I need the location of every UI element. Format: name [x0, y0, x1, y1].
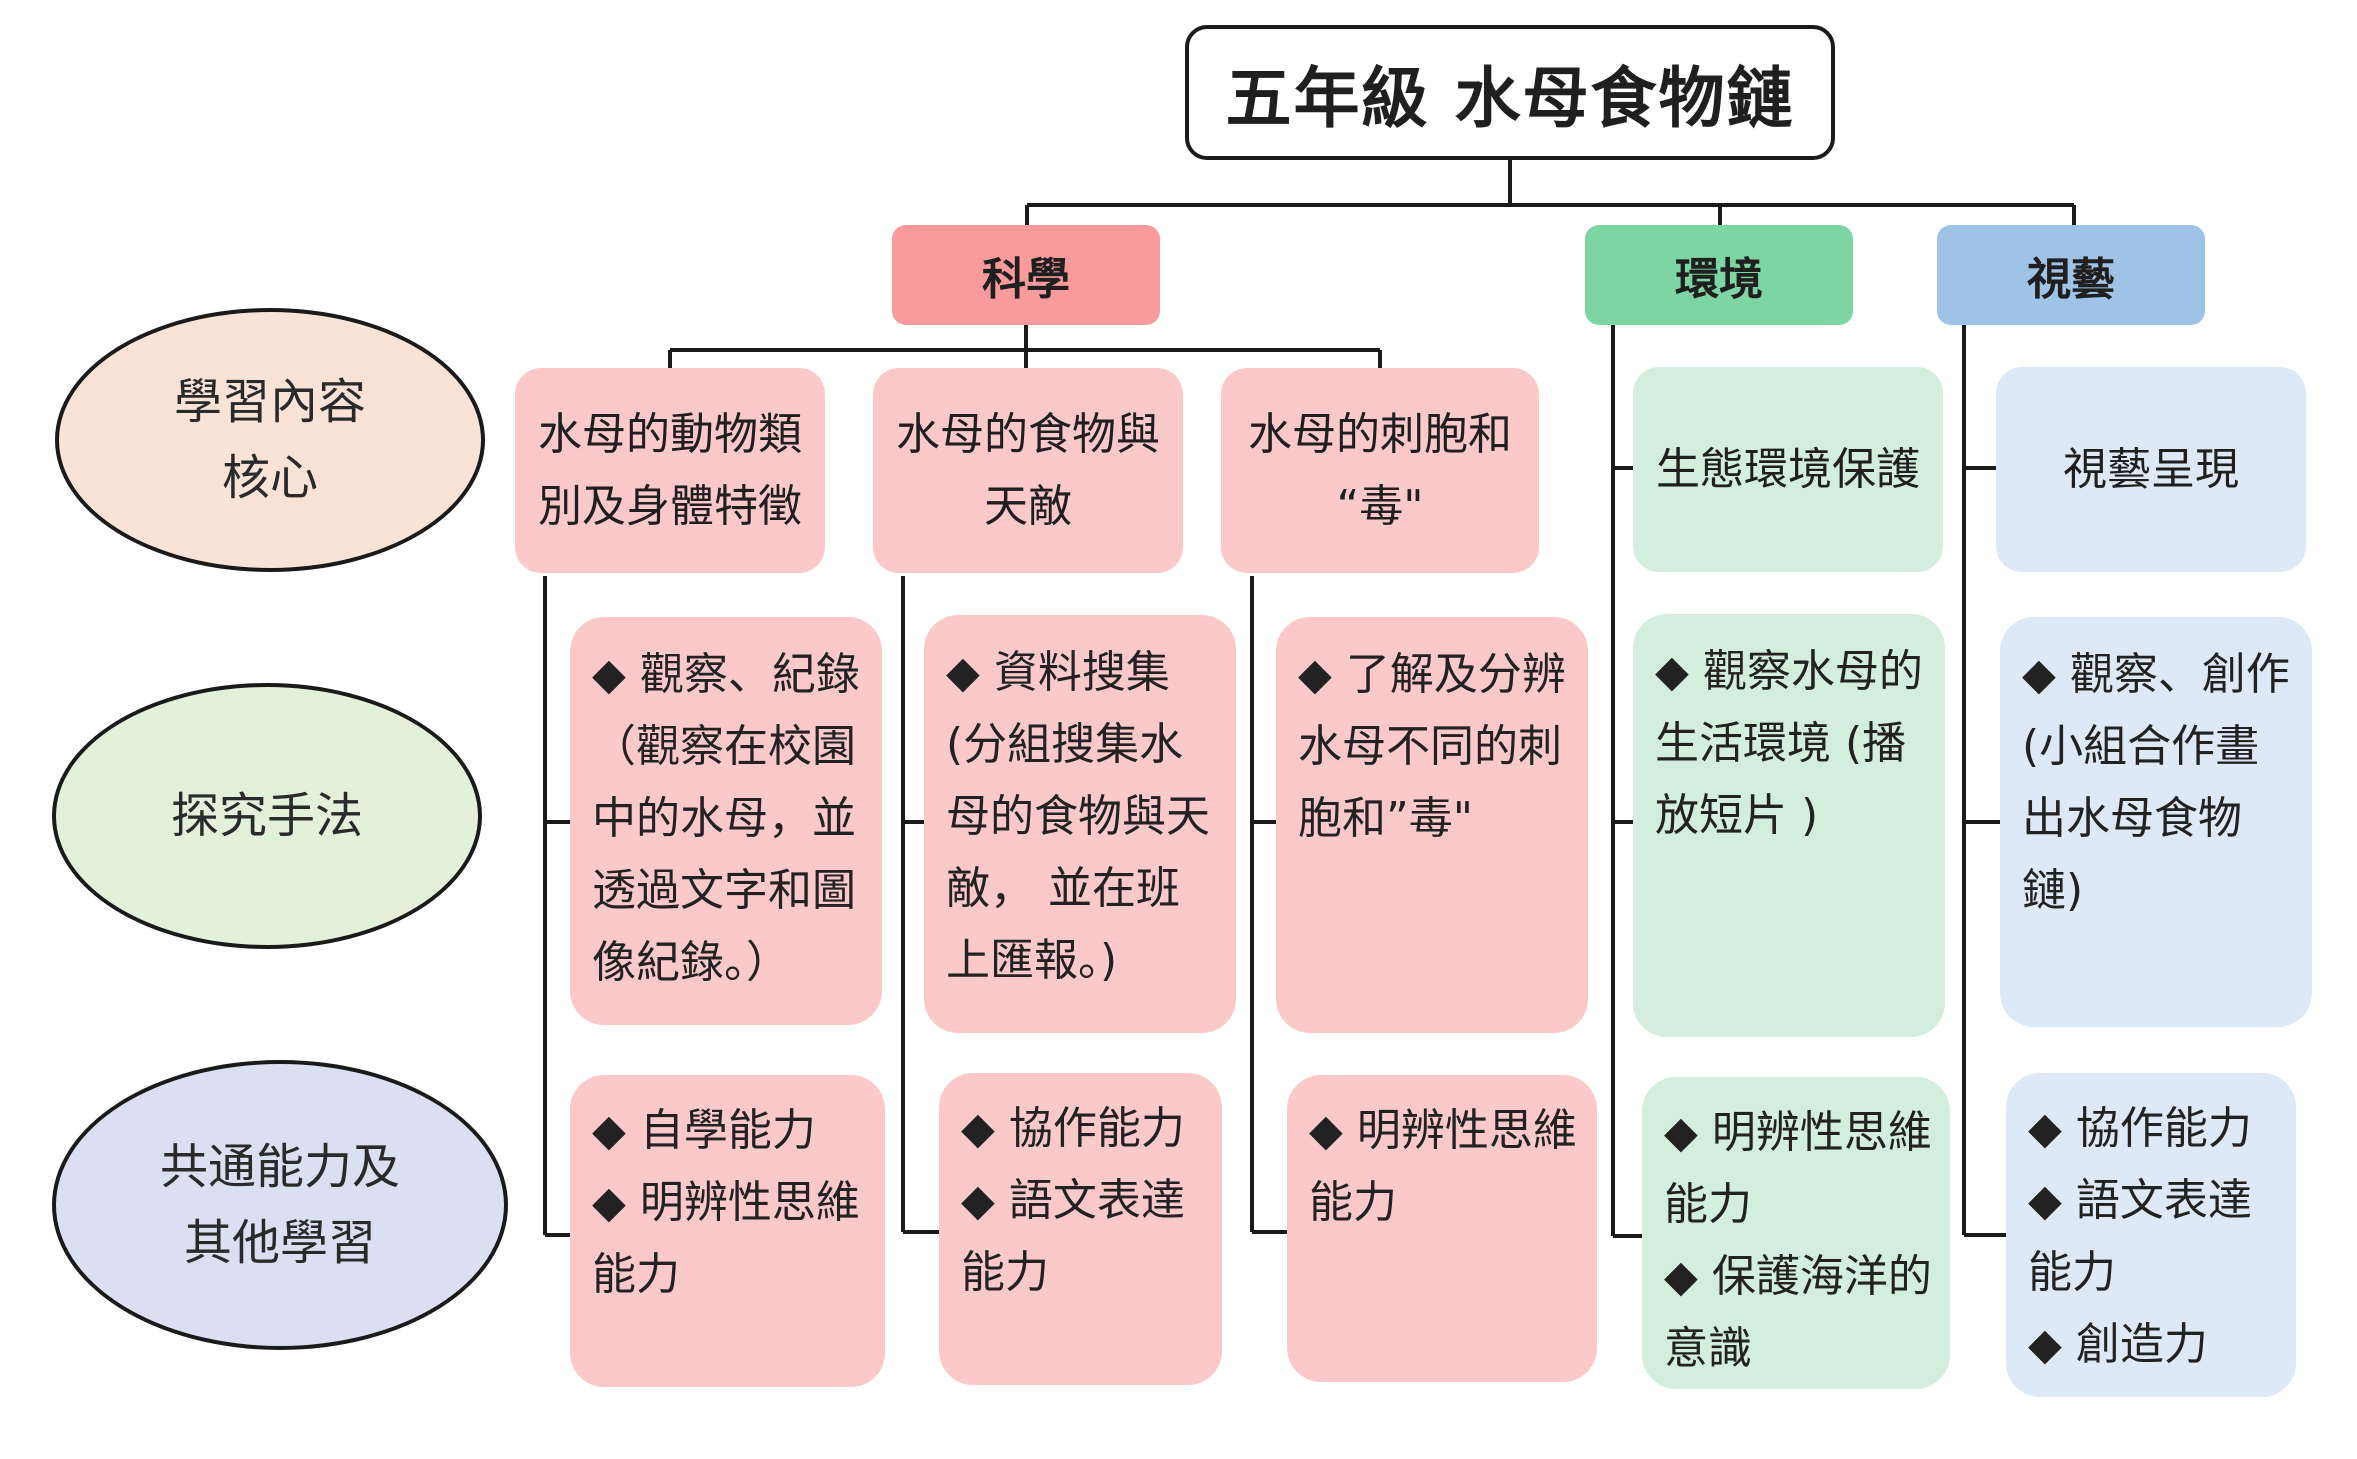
inquiry-card-sci-3: ◆ 了解及分辨 水母不同的刺 胞和”毒" [1276, 617, 1588, 1033]
category-environment: 環境 [1585, 225, 1853, 325]
topic-sci-2: 水母的食物與 天敵 [873, 368, 1183, 573]
topic-sci-3-text: 水母的刺胞和 “毒" [1248, 408, 1512, 532]
row-label-inquiry-method: 探究手法 [52, 683, 482, 949]
inquiry-card-sci-1: ◆ 觀察、紀錄 （觀察在校園 中的水母，並 透過文字和圖 像紀錄。） [570, 617, 882, 1025]
topic-sci-1-text: 水母的動物類 別及身體特徵 [538, 408, 802, 532]
row-label-common-abilities: 共通能力及 其他學習 [52, 1060, 508, 1350]
diagram-title: 五年級 水母食物鏈 [1185, 25, 1835, 160]
row-label-learning-content: 學習內容 核心 [55, 308, 485, 572]
topic-environment-text: 生態環境保護 [1656, 443, 1920, 495]
topic-sci-1: 水母的動物類 別及身體特徵 [515, 368, 825, 573]
topic-sci-2-text: 水母的食物與 天敵 [896, 408, 1160, 532]
ability-card-environment: ◆ 明辨性思維 能力 ◆ 保護海洋的 意識 [1642, 1077, 1950, 1389]
ability-card-visual-arts: ◆ 協作能力 ◆ 語文表達 能力 ◆ 創造力 [2006, 1073, 2296, 1397]
inquiry-card-visual-arts: ◆ 觀察、創作 (小組合作畫 出水母食物鏈) [2000, 617, 2312, 1027]
row-label-inquiry-method-text: 探究手法 [170, 788, 363, 844]
topic-environment: 生態環境保護 [1633, 367, 1943, 572]
row-label-learning-content-text: 學習內容 核心 [173, 374, 366, 506]
category-science: 科學 [892, 225, 1160, 325]
ability-card-sci-2: ◆ 協作能力 ◆ 語文表達 能力 [939, 1073, 1222, 1385]
ability-card-sci-1: ◆ 自學能力 ◆ 明辨性思維 能力 [570, 1075, 885, 1387]
topic-visual-arts-text: 視藝呈現 [2063, 443, 2239, 495]
inquiry-card-environment: ◆ 觀察水母的 生活環境 (播 放短片 ) [1633, 614, 1945, 1037]
row-label-common-abilities-text: 共通能力及 其他學習 [159, 1139, 400, 1271]
topic-visual-arts: 視藝呈現 [1996, 367, 2306, 572]
inquiry-card-sci-2: ◆ 資料搜集 (分組搜集水 母的食物與天 敵， 並在班 上匯報。) [924, 615, 1236, 1033]
topic-sci-3: 水母的刺胞和 “毒" [1221, 368, 1539, 573]
category-visual-arts: 視藝 [1937, 225, 2205, 325]
ability-card-sci-3: ◆ 明辨性思維 能力 [1287, 1075, 1597, 1382]
